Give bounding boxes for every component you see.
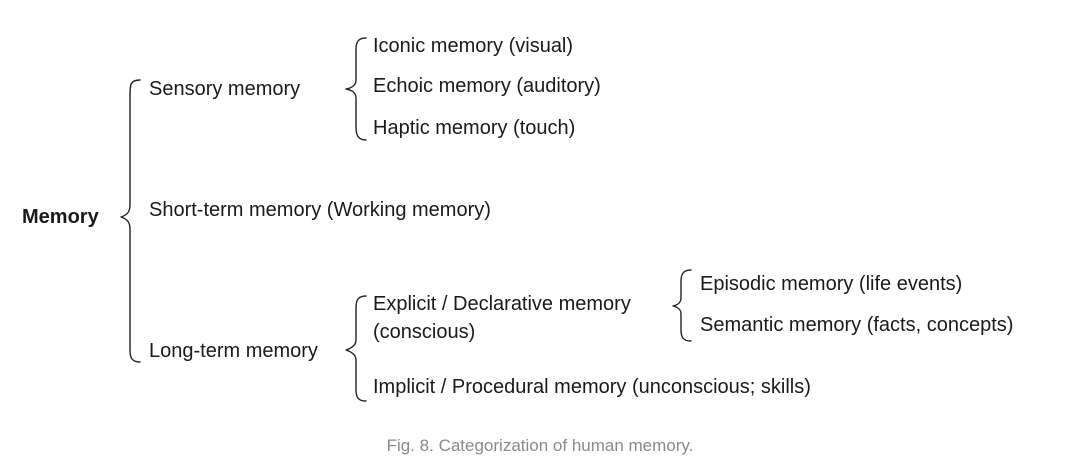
short-term-memory-label: Short-term memory (Working memory) [149, 199, 491, 221]
long-term-memory-label: Long-term memory [149, 340, 318, 362]
explicit-brace [672, 269, 692, 342]
haptic-memory-label: Haptic memory (touch) [373, 117, 576, 139]
explicit-memory-label-line2: (conscious) [373, 321, 476, 343]
long-term-brace [345, 295, 367, 402]
figure-caption: Fig. 8. Categorization of human memory. [386, 436, 694, 455]
sensory-brace [345, 37, 367, 141]
semantic-memory-label: Semantic memory (facts, concepts) [700, 314, 1014, 336]
root-brace [120, 79, 141, 363]
sensory-memory-label: Sensory memory [149, 78, 301, 100]
implicit-memory-label: Implicit / Procedural memory (unconsciou… [373, 376, 811, 398]
iconic-memory-label: Iconic memory (visual) [373, 35, 574, 57]
echoic-memory-label: Echoic memory (auditory) [373, 75, 601, 97]
explicit-memory-label-line1: Explicit / Declarative memory [373, 293, 631, 315]
episodic-memory-label: Episodic memory (life events) [700, 273, 963, 295]
root-label: Memory [22, 206, 99, 228]
